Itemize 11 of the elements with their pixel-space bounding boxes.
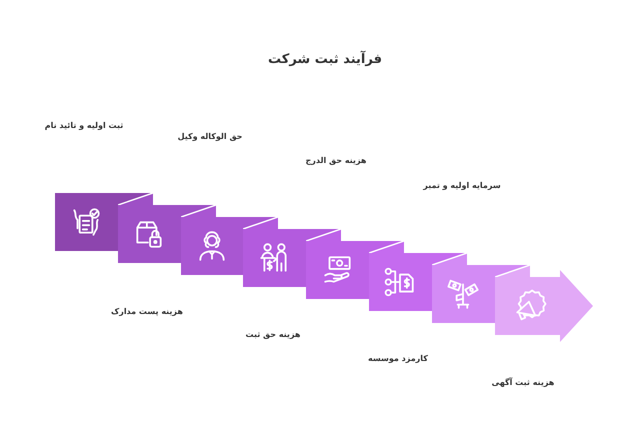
step-label: هزینه حق الدرج — [304, 154, 368, 166]
arrow-shape — [494, 270, 593, 342]
step-label: سرمایه اولیه و تمبر — [422, 180, 502, 190]
step-label: ثبت اولیه و تائید نام — [44, 120, 124, 130]
step-label: کارمزد موسسه — [367, 352, 429, 364]
step-label: هزینه حق ثبت — [244, 328, 302, 340]
diagram-title: فرآیند ثبت شرکت — [267, 50, 383, 69]
step-tile — [55, 193, 118, 251]
step-label: هزینه پست مدارک — [110, 306, 184, 316]
step-label: حق الوکاله وکیل — [176, 130, 244, 142]
step-label: هزینه ثبت آگهی — [490, 376, 556, 388]
